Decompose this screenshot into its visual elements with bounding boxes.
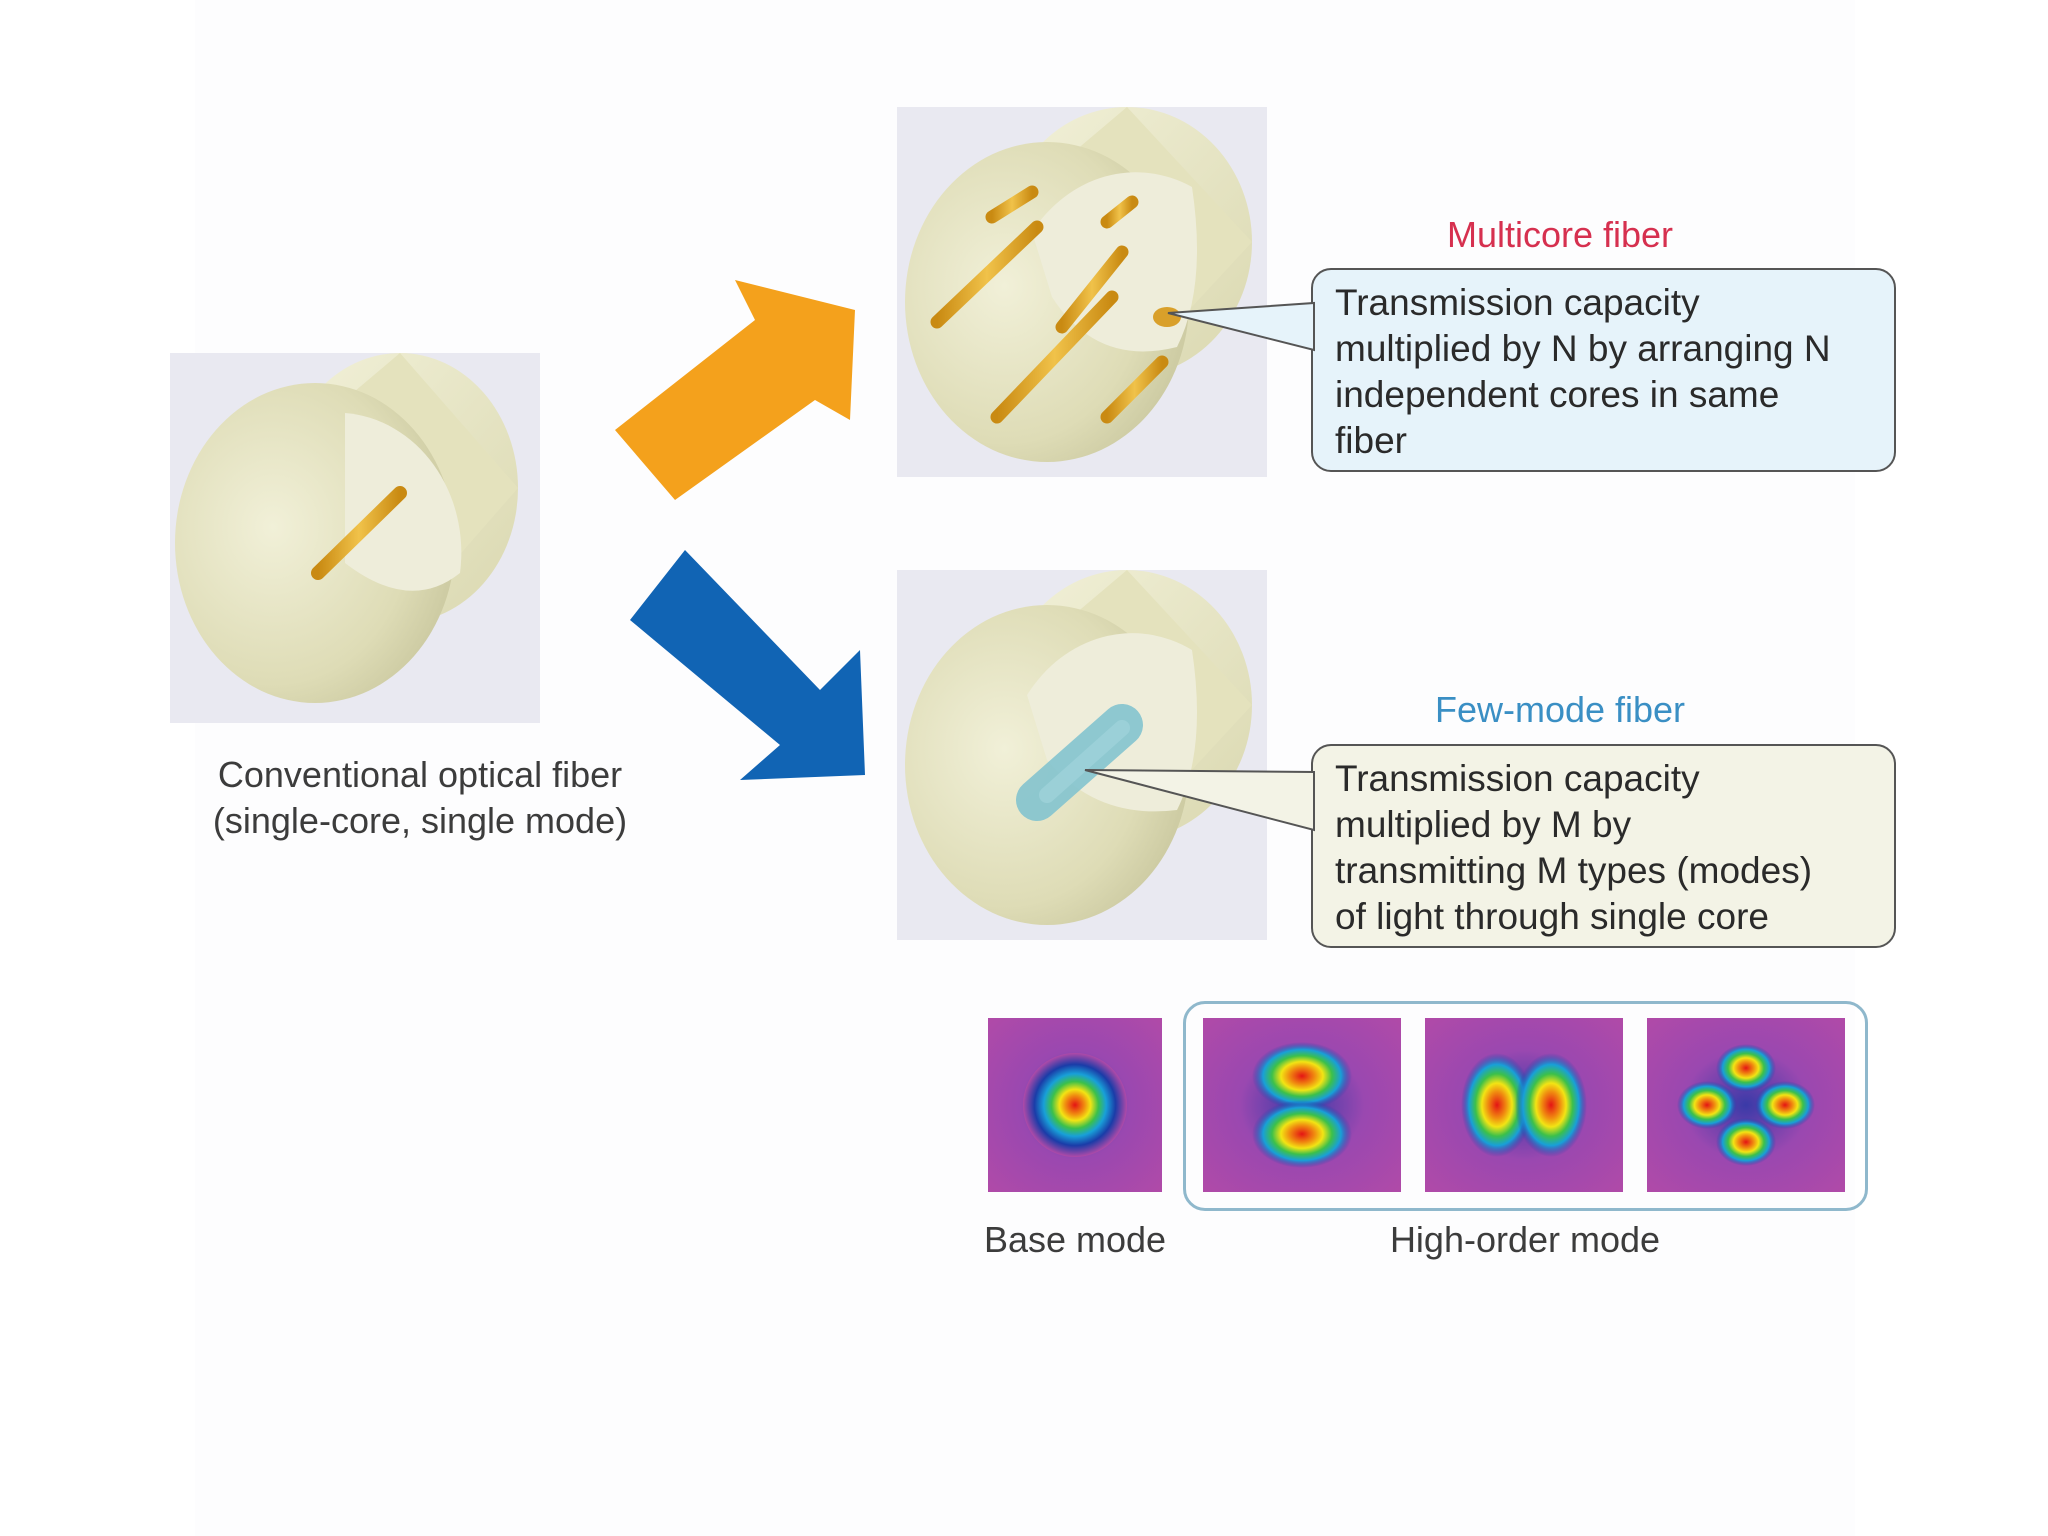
fewmode-callout: Transmission capacity multiplied by M by… [1311,744,1896,948]
high-order-mode-pattern-2 [1425,1018,1623,1192]
multicore-callout: Transmission capacity multiplied by N by… [1311,268,1896,472]
base-mode-label: Base mode [983,1219,1167,1260]
multicore-callout-line3: independent cores in same [1335,374,1780,415]
multicore-callout-line2: multiplied by N by arranging N [1335,328,1831,369]
conventional-caption-line2: (single-core, single mode) [212,800,628,841]
high-order-mode-pattern-3 [1647,1018,1845,1192]
fewmode-title: Few-mode fiber [1434,689,1686,730]
high-order-mode-group [1183,1001,1868,1211]
conventional-caption: Conventional optical fiber (single-core,… [150,752,690,844]
high-order-mode-label: High-order mode [1389,1219,1661,1260]
multicore-callout-line4: fiber [1335,420,1407,461]
conventional-fiber-illustration [170,353,540,723]
fewmode-callout-line4: of light through single core [1335,896,1769,937]
high-order-mode-pattern-1 [1203,1018,1401,1192]
base-mode-pattern [988,1018,1162,1192]
fewmode-callout-line2: multiplied by M by [1335,804,1632,845]
multicore-callout-line1: Transmission capacity [1335,282,1700,323]
fewmode-callout-line1: Transmission capacity [1335,758,1700,799]
orange-arrow [615,280,855,500]
blue-arrow [630,550,865,780]
multicore-fiber-illustration [897,107,1267,477]
multicore-title: Multicore fiber [1446,214,1674,255]
fewmode-callout-line3: transmitting M types (modes) [1335,850,1813,891]
fewmode-fiber-illustration [897,570,1267,940]
conventional-caption-line1: Conventional optical fiber [217,754,623,795]
